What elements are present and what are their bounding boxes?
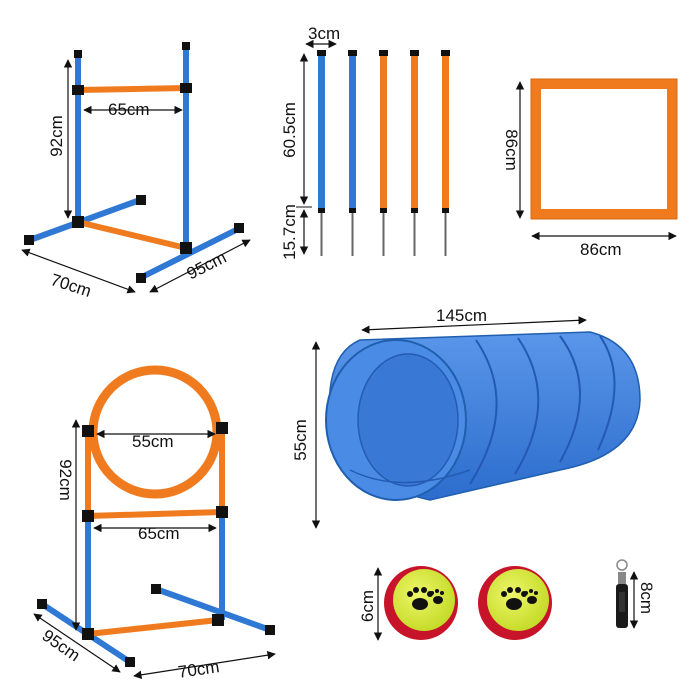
weave-poles — [296, 39, 450, 256]
hoop-jump — [33, 365, 276, 679]
hurdle-base-left-bar — [27, 197, 143, 243]
tennis-ball — [384, 566, 458, 640]
pole — [379, 50, 388, 256]
hoop-bar — [87, 509, 223, 519]
square-width-label: 86cm — [580, 240, 622, 259]
paw-print-icon — [407, 587, 444, 610]
hurdle-jump — [21, 42, 251, 294]
pole — [441, 50, 450, 256]
whistle-length-label: 8cm — [637, 581, 657, 615]
tunnel-diameter-label: 55cm — [290, 419, 310, 461]
hoop-base-crossbar — [87, 617, 219, 637]
hurdle-top-bar — [77, 85, 187, 93]
pole — [317, 50, 326, 256]
pole-diameter-label: 3cm — [308, 24, 341, 43]
pole-spike-length-label: 15.7cm — [279, 204, 299, 260]
hoop-height-label: 92cm — [55, 459, 75, 501]
hurdle-bar-label: 65cm — [108, 100, 150, 119]
hurdle-base-crossbar — [77, 219, 187, 251]
square-frame — [515, 78, 678, 241]
pole-length-label: 60.5cm — [279, 102, 299, 158]
square-side-label: 86cm — [501, 129, 521, 171]
tunnel-length-label: 145cm — [436, 306, 488, 325]
hoop-ring-label: 55cm — [132, 432, 174, 451]
square-frame-outline — [531, 79, 677, 219]
ball-diameter-label: 6cm — [358, 589, 378, 623]
hoop-bar-label: 65cm — [138, 524, 180, 543]
paw-print-icon — [501, 587, 538, 610]
tennis-ball — [478, 566, 552, 640]
training-whistle — [616, 559, 628, 628]
agility-tunnel — [311, 316, 641, 529]
hoop-base-right-bar — [153, 586, 273, 633]
pole — [410, 50, 419, 256]
pole — [348, 50, 357, 256]
hurdle-height-label: 92cm — [46, 115, 66, 157]
